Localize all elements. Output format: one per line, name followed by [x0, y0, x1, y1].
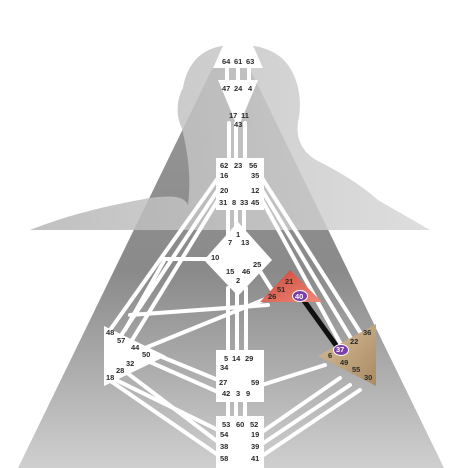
gate-45: 45	[251, 198, 259, 207]
gate-33: 33	[240, 198, 248, 207]
gate-1: 1	[236, 230, 240, 239]
gate-36: 36	[363, 328, 371, 337]
gate-23: 23	[234, 161, 242, 170]
gate-59: 59	[251, 378, 259, 387]
gate-31: 31	[219, 198, 227, 207]
gate-11: 11	[241, 111, 249, 120]
gate-2: 2	[236, 276, 240, 285]
gate-62: 62	[220, 161, 228, 170]
gate-28: 28	[116, 366, 124, 375]
gate-38: 38	[220, 442, 228, 451]
gate-5: 5	[224, 354, 228, 363]
gate-30: 30	[364, 373, 372, 382]
gate-63: 63	[246, 57, 254, 66]
gate-39: 39	[251, 442, 259, 451]
gate-22: 22	[350, 337, 358, 346]
gate-47: 47	[222, 84, 230, 93]
gate-54: 54	[220, 430, 229, 439]
gate-24: 24	[234, 84, 243, 93]
gate-64: 64	[222, 57, 231, 66]
gate-26: 26	[268, 292, 276, 301]
gate-20: 20	[220, 186, 228, 195]
gate-14: 14	[232, 354, 241, 363]
gate-29: 29	[245, 354, 253, 363]
gate-9: 9	[246, 389, 250, 398]
gate-17: 17	[229, 111, 237, 120]
gate-13: 13	[241, 238, 249, 247]
gate-40: 40	[295, 292, 303, 301]
gate-8: 8	[232, 198, 236, 207]
gate-34: 34	[220, 363, 229, 372]
gate-25: 25	[253, 260, 261, 269]
gate-56: 56	[249, 161, 257, 170]
gate-60: 60	[236, 420, 244, 429]
gate-16: 16	[220, 171, 228, 180]
gate-43: 43	[234, 120, 242, 129]
gate-27: 27	[219, 378, 227, 387]
gate-3: 3	[236, 389, 240, 398]
gate-37: 37	[336, 345, 344, 354]
gate-35: 35	[251, 171, 259, 180]
gate-6: 6	[328, 351, 332, 360]
gate-41: 41	[251, 454, 259, 463]
gate-53: 53	[222, 420, 230, 429]
gate-49: 49	[340, 358, 348, 367]
gate-42: 42	[222, 389, 230, 398]
gate-57: 57	[117, 336, 125, 345]
gate-44: 44	[131, 343, 140, 352]
gate-21: 21	[285, 277, 293, 286]
gate-18: 18	[106, 373, 114, 382]
gate-55: 55	[352, 365, 360, 374]
gate-58: 58	[220, 454, 228, 463]
gate-50: 50	[142, 350, 150, 359]
gate-52: 52	[250, 420, 258, 429]
gate-46: 46	[242, 267, 250, 276]
gate-10: 10	[211, 253, 219, 262]
gate-7: 7	[228, 238, 232, 247]
gate-12: 12	[251, 186, 259, 195]
gate-51: 51	[277, 285, 285, 294]
gate-61: 61	[234, 57, 242, 66]
gate-19: 19	[251, 430, 259, 439]
gate-32: 32	[126, 359, 134, 368]
gate-15: 15	[226, 267, 234, 276]
gate-48: 48	[106, 328, 114, 337]
